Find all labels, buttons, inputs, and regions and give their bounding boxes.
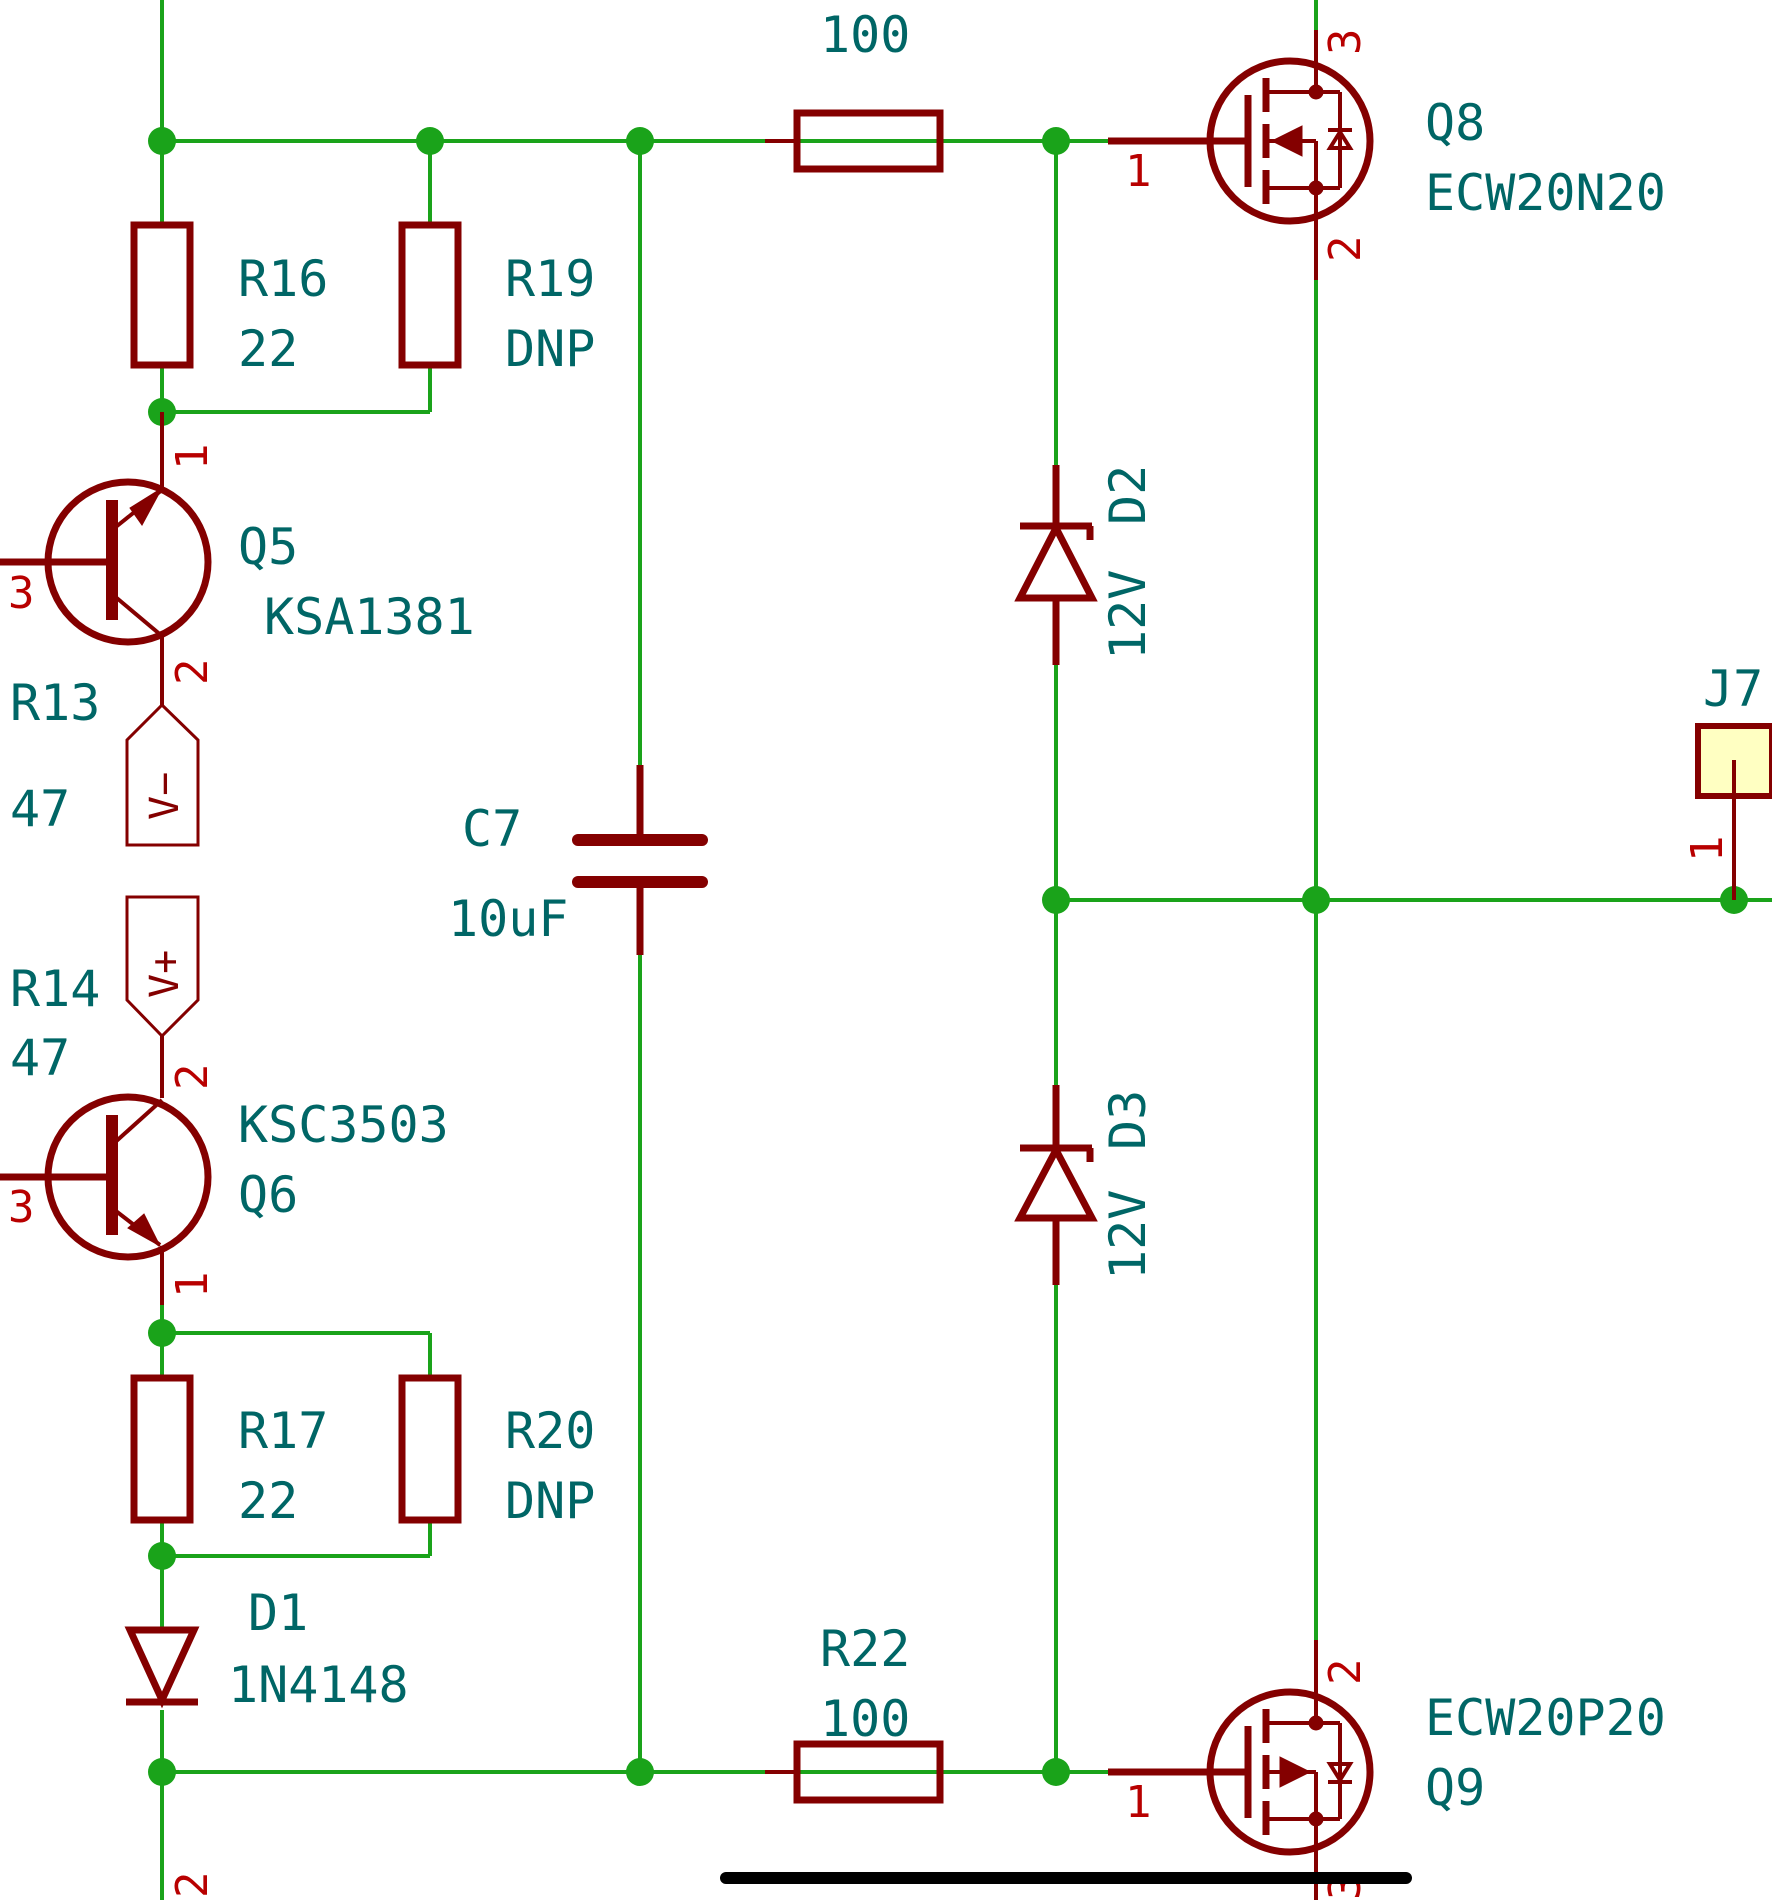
q5-pin-1: 1: [167, 444, 218, 471]
r19-value: DNP: [505, 320, 595, 378]
q8-pin-1: 1: [1125, 146, 1152, 197]
r14-ref: R14: [10, 960, 100, 1018]
q9-pin-1: 1: [1125, 1777, 1152, 1828]
r22-value: 100: [820, 1690, 910, 1748]
wires: [160, 0, 1772, 1900]
v-plus-label: V+: [142, 950, 188, 998]
q9-ref: Q9: [1425, 1759, 1485, 1817]
capacitor-c7[interactable]: C7 10uF: [448, 765, 708, 955]
junction-dot: [148, 1758, 176, 1786]
resistor-top-100[interactable]: 100: [765, 6, 944, 173]
junction-dot: [1302, 886, 1330, 914]
q5-ref: Q5: [238, 518, 298, 576]
q6-pin-3: 3: [8, 1182, 35, 1233]
r20-ref: R20: [505, 1402, 595, 1460]
d3-ref: D3: [1099, 1090, 1157, 1150]
d1-value: 1N4148: [228, 1656, 409, 1714]
junction-dot: [416, 127, 444, 155]
resistor-r19[interactable]: R19 DNP: [398, 221, 595, 378]
resistor-r20[interactable]: R20 DNP: [398, 1374, 595, 1530]
port-v-plus[interactable]: V+: [125, 895, 200, 1039]
zener-d2[interactable]: D2 12V: [1014, 465, 1157, 665]
mosfet-q8[interactable]: 3 2 1 Q8 ECW20N20: [1108, 29, 1666, 281]
q6-ref: Q6: [238, 1166, 298, 1224]
resistor-top-value: 100: [820, 6, 910, 64]
transistor-q6[interactable]: 2 1 3 KSC3503 Q6: [0, 1036, 449, 1305]
q9-pin-2: 2: [1320, 1659, 1371, 1686]
mosfet-q9[interactable]: 2 3 1 ECW20P20 Q9: [1108, 1640, 1666, 1900]
q5-value: KSA1381: [264, 588, 475, 646]
q5-pin-3: 3: [8, 568, 35, 619]
resistor-r17[interactable]: R17 22: [130, 1374, 328, 1530]
junction-dot: [1042, 127, 1070, 155]
junction-dot: [1042, 1758, 1070, 1786]
d3-value: 12V: [1099, 1190, 1157, 1280]
d1-ref: D1: [248, 1584, 308, 1642]
q6-pin-2: 2: [167, 1064, 218, 1091]
port-v-minus[interactable]: V−: [125, 702, 200, 847]
d2-value: 12V: [1099, 570, 1157, 660]
r19-ref: R19: [505, 250, 595, 308]
c7-value: 10uF: [448, 890, 568, 948]
q8-pin-3: 3: [1320, 29, 1371, 56]
r20-value: DNP: [505, 1472, 595, 1530]
connector-j7[interactable]: J7 1: [1682, 660, 1772, 900]
r13-ref: R13: [10, 674, 100, 732]
junction-dot: [1042, 886, 1070, 914]
transistor-q5[interactable]: 1 2 3 Q5 KSA1381: [0, 412, 475, 705]
q8-ref: Q8: [1425, 94, 1485, 152]
r16-value: 22: [238, 320, 298, 378]
j7-ref: J7: [1703, 660, 1763, 718]
junction-dot: [626, 1758, 654, 1786]
junction-dot: [148, 1542, 176, 1570]
diode-d1[interactable]: D1 1N4148: [124, 1584, 409, 1714]
resistor-r16[interactable]: R16 22: [130, 221, 328, 378]
v-minus-label: V−: [142, 772, 188, 820]
q8-value: ECW20N20: [1425, 164, 1666, 222]
q6-pin-1: 1: [167, 1272, 218, 1299]
r17-ref: R17: [238, 1402, 328, 1460]
junctions: [148, 127, 1748, 1786]
junction-dot: [148, 1319, 176, 1347]
zener-d3[interactable]: D3 12V: [1014, 1085, 1157, 1285]
d2-ref: D2: [1099, 465, 1157, 525]
c7-ref: C7: [462, 800, 522, 858]
r14-value: 47: [10, 1029, 70, 1087]
junction-dot: [148, 127, 176, 155]
q6-value: KSC3503: [238, 1096, 449, 1154]
junction-dot: [626, 127, 654, 155]
r16-ref: R16: [238, 250, 328, 308]
q8-pin-2: 2: [1320, 236, 1371, 263]
q5-pin-2: 2: [167, 659, 218, 686]
r13-value: 47: [10, 780, 70, 838]
q9-value: ECW20P20: [1425, 1689, 1666, 1747]
resistor-r22[interactable]: R22 100: [765, 1620, 944, 1804]
bottom-left-pin-2: 2: [167, 1872, 218, 1899]
r17-value: 22: [238, 1472, 298, 1530]
r22-ref: R22: [820, 1620, 910, 1678]
j7-pin-1: 1: [1682, 836, 1733, 863]
